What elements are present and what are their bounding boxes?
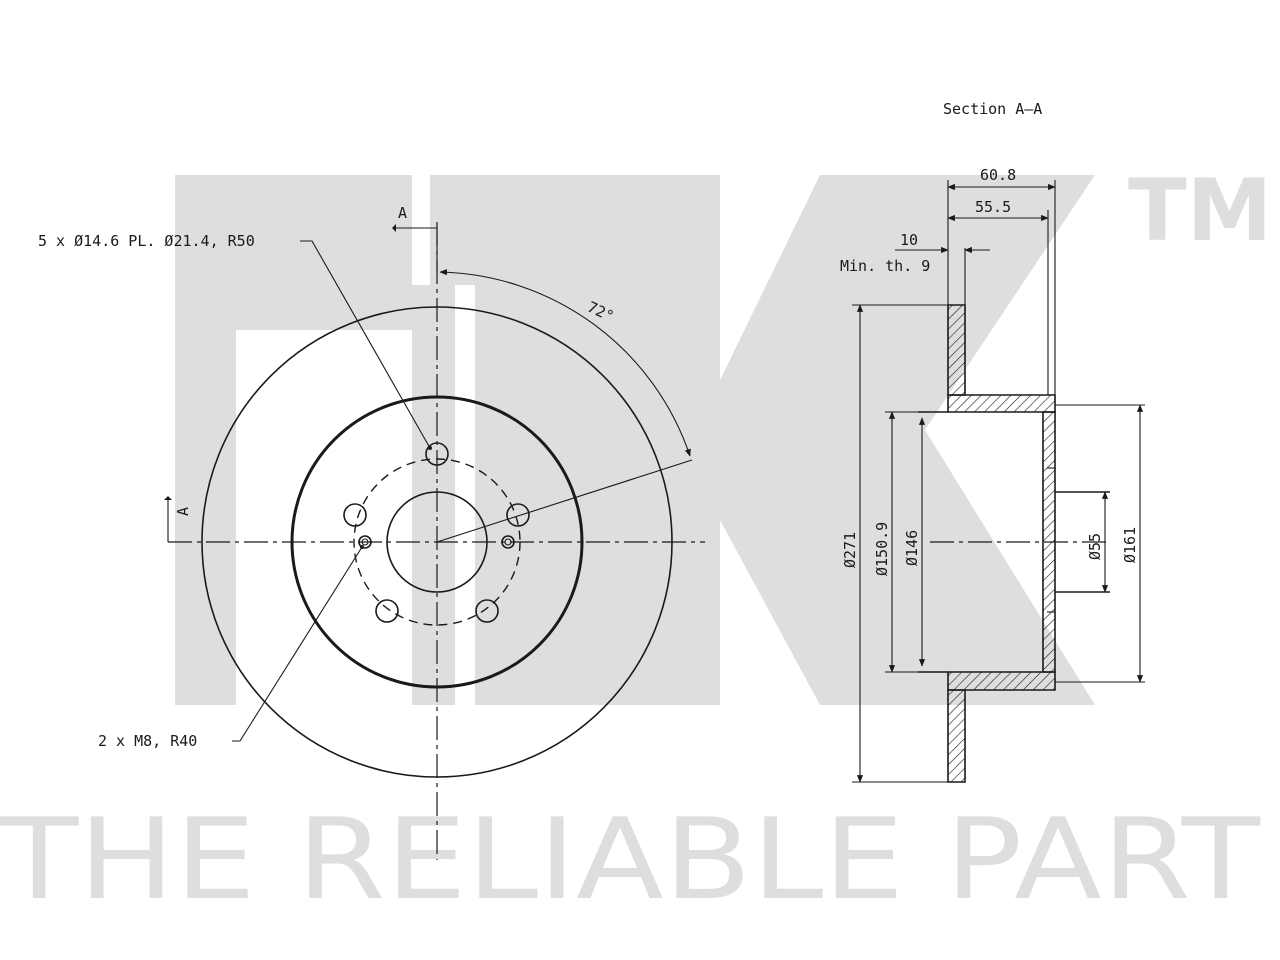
dim-hat-inner-diameter: Ø146 bbox=[903, 530, 921, 566]
slogan-text: THE RELIABLE PART bbox=[0, 795, 1261, 925]
hole-note: 5 x Ø14.6 PL. Ø21.4, R50 bbox=[38, 232, 255, 250]
bolt-circle bbox=[353, 458, 521, 626]
hole-note-leader bbox=[300, 240, 431, 449]
bolt-hole bbox=[506, 503, 530, 527]
dim-min-thickness: Min. th. 9 bbox=[840, 257, 930, 275]
section-label-top: A bbox=[398, 204, 407, 222]
section-title: Section A–A bbox=[943, 100, 1042, 118]
bolt-hole bbox=[475, 599, 499, 623]
dim-hub-diameter: Ø161 bbox=[1121, 527, 1139, 563]
threaded-hole-core bbox=[504, 538, 512, 546]
dim-center-bore: Ø55 bbox=[1086, 533, 1104, 560]
disc-outer-circle bbox=[201, 306, 673, 778]
dim-outer-diameter: Ø271 bbox=[841, 532, 859, 568]
angle-arc bbox=[439, 269, 691, 457]
bolt-hole bbox=[375, 599, 399, 623]
dim-overall-height: 60.8 bbox=[980, 166, 1016, 184]
thread-note-leader bbox=[232, 546, 363, 742]
friction-ring-upper bbox=[947, 304, 966, 396]
dim-hat-height: 55.5 bbox=[975, 198, 1011, 216]
angle-leader bbox=[436, 459, 693, 543]
threaded-hole bbox=[358, 535, 372, 549]
dim-thickness: 10 bbox=[900, 231, 918, 249]
hat-face bbox=[1042, 411, 1056, 673]
section-view: Section A–A 60.8 55.5 10 Min. bbox=[840, 100, 1145, 783]
hat-wall-lower bbox=[947, 671, 1056, 691]
hat-wall-upper bbox=[947, 394, 1056, 413]
threaded-hole-core bbox=[361, 538, 369, 546]
hat-outer-circle bbox=[290, 395, 584, 689]
threaded-hole bbox=[501, 535, 515, 549]
thread-note: 2 x M8, R40 bbox=[98, 732, 197, 750]
friction-ring-lower bbox=[947, 689, 966, 783]
dim-hat-outer-diameter: Ø150.9 bbox=[873, 522, 891, 576]
section-marker-top bbox=[395, 227, 438, 272]
center-bore bbox=[386, 491, 488, 593]
section-label-left: A bbox=[174, 507, 192, 516]
bolt-hole bbox=[343, 503, 367, 527]
trademark-text: TM bbox=[1128, 161, 1272, 261]
